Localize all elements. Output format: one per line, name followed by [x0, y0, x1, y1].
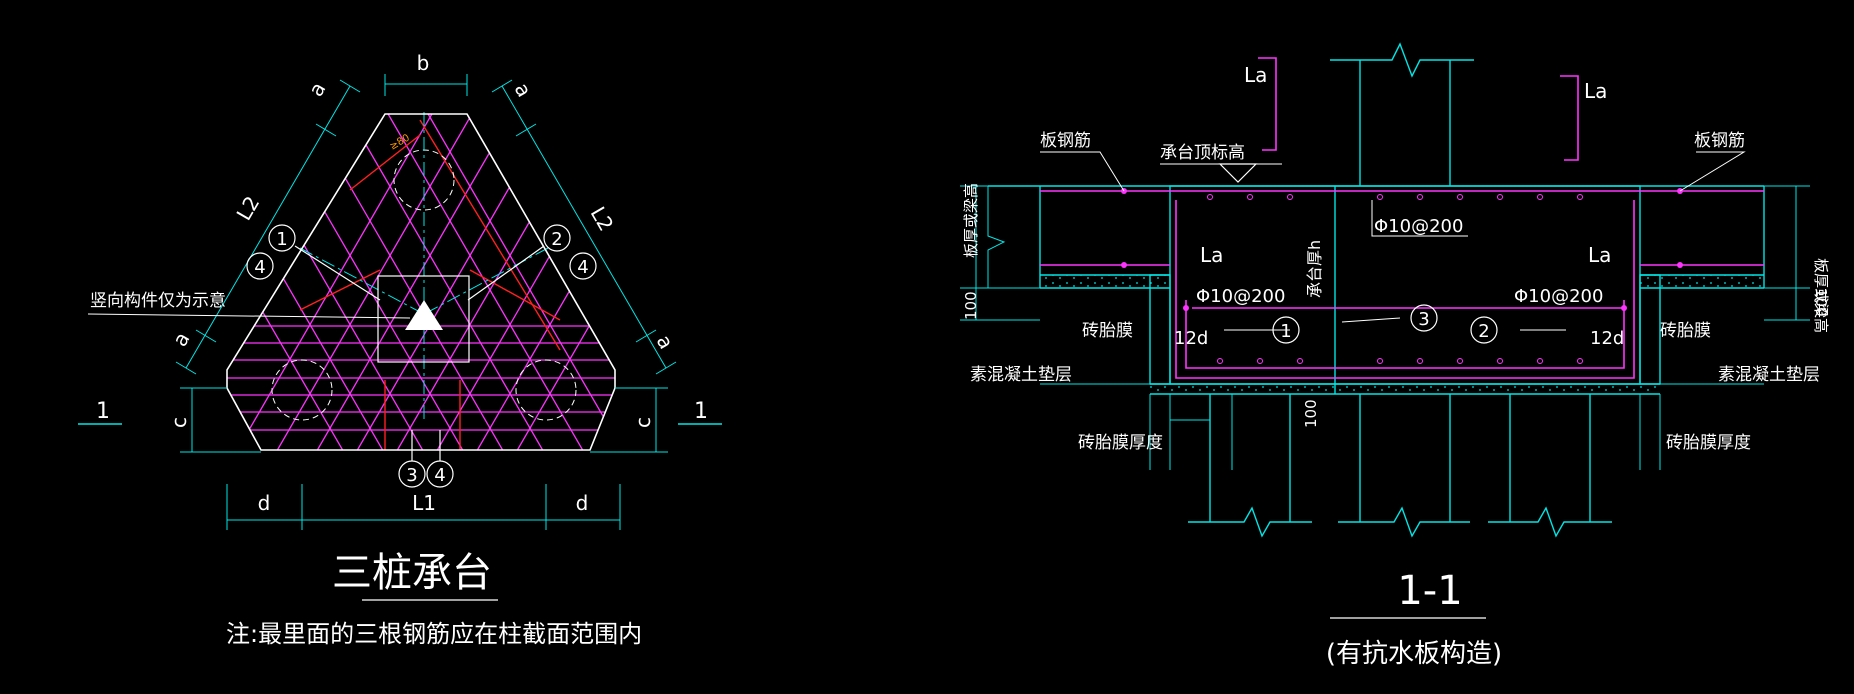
label-rebar-spec-left: Φ10@200 — [1196, 286, 1285, 307]
section-mark-left: 1 — [96, 399, 110, 424]
dim-b — [384, 74, 468, 96]
dim-right-a-top: a — [510, 79, 537, 102]
label-100-right: 100 — [1812, 288, 1830, 317]
column — [1330, 42, 1474, 394]
plan-note: 注:最里面的三根钢筋应在柱截面范围内 — [226, 620, 642, 648]
label-100-bottom: 100 — [1302, 399, 1320, 428]
callout-4a: 4 — [254, 257, 265, 278]
dim-left-slant — [175, 79, 361, 375]
label-la-mid-right: La — [1588, 243, 1611, 267]
leaders — [1040, 151, 1746, 331]
label-brick-mold-right: 砖胎膜 — [1660, 321, 1711, 341]
dim-left-a-bottom: a — [168, 328, 195, 351]
dim-c-right-label: c — [631, 417, 655, 428]
cap-outline — [226, 113, 616, 451]
label-slab-rebar-left: 板钢筋 — [1040, 131, 1091, 151]
dim-b-label: b — [417, 51, 430, 75]
red-rebar-lines — [299, 119, 561, 450]
label-la-top-left: La — [1244, 63, 1267, 87]
section-mark-right: 1 — [694, 399, 708, 424]
callout-1: 1 — [276, 229, 287, 250]
label-plain-concrete-left: 素混凝土垫层 — [970, 365, 1072, 385]
dim-left-a-top: a — [304, 78, 331, 101]
rebar-callouts — [246, 224, 597, 488]
callout-4b: 4 — [577, 257, 588, 278]
column-triangle-marker — [405, 300, 443, 330]
label-brick-mold-thickness-left: 砖胎膜厚度 — [1078, 433, 1163, 453]
dim-right-slant — [491, 79, 677, 375]
piles — [1188, 394, 1612, 538]
section-callout-3: 3 — [1418, 309, 1429, 330]
section-1-1: 板钢筋 板钢筋 承台顶标高 板厚或梁高 板厚或梁高 100 100 100 承台… — [960, 42, 1830, 669]
dim-c — [180, 387, 668, 453]
label-cap-top-elevation: 承台顶标高 — [1160, 143, 1245, 163]
dim-d-left: d — [258, 491, 271, 515]
column-section — [377, 275, 470, 363]
label-hook-left: 12d — [1174, 328, 1208, 349]
slab-hatch-left — [1040, 275, 1170, 288]
label-hook-right: 12d — [1590, 328, 1624, 349]
label-slab-thickness-left: 板厚或梁高 — [962, 183, 980, 258]
label-rebar-spec-right: Φ10@200 — [1514, 286, 1603, 307]
slab-hatch-right — [1640, 275, 1764, 288]
callout-3: 3 — [406, 465, 417, 486]
dim-left-l2: L2 — [232, 192, 265, 225]
rebar-small-circles — [1207, 194, 1583, 364]
section-title: 1-1 — [1397, 568, 1462, 614]
dim-l1: L1 — [412, 491, 436, 515]
dim-d-right: d — [576, 491, 589, 515]
label-brick-mold-thickness-right: 砖胎膜厚度 — [1666, 433, 1751, 453]
cap-rebars — [1040, 57, 1764, 379]
elevation-marker — [1218, 163, 1258, 183]
leader-line — [87, 313, 411, 319]
callout-4c: 4 — [434, 465, 445, 486]
dim-c-left-label: c — [167, 417, 191, 428]
three-pile-cap-plan: b a L2 a a L2 a — [78, 51, 722, 648]
section-callouts — [1272, 304, 1498, 344]
label-la-top-right: La — [1584, 79, 1607, 103]
label-cap-thickness: 承台厚h — [1305, 240, 1324, 298]
label-slab-thickness-right: 板厚或梁高 — [1812, 258, 1830, 333]
left-dims — [960, 185, 1810, 470]
label-plain-concrete-right: 素混凝土垫层 — [1718, 365, 1820, 385]
slab-lines — [988, 185, 1765, 289]
callout-2: 2 — [551, 229, 562, 250]
section-subtitle: (有抗水板构造) — [1326, 639, 1502, 669]
plan-title: 三桩承台 — [332, 550, 492, 596]
section-callout-1: 1 — [1280, 321, 1291, 342]
rebar-grid — [227, 114, 615, 450]
dim-bottom — [226, 484, 621, 530]
label-brick-mold-left: 砖胎膜 — [1082, 321, 1133, 341]
leader-note: 竖向构件仅为示意 — [90, 291, 226, 311]
label-slab-rebar-right: 板钢筋 — [1694, 131, 1745, 151]
label-la-mid-left: La — [1200, 243, 1223, 267]
cushion-hatch — [1150, 384, 1660, 394]
label-100-left: 100 — [962, 291, 980, 320]
centerlines — [299, 112, 549, 420]
section-callout-2: 2 — [1478, 321, 1489, 342]
dim-right-l2: L2 — [586, 203, 619, 236]
label-rebar-spec-top: Φ10@200 — [1374, 216, 1463, 237]
